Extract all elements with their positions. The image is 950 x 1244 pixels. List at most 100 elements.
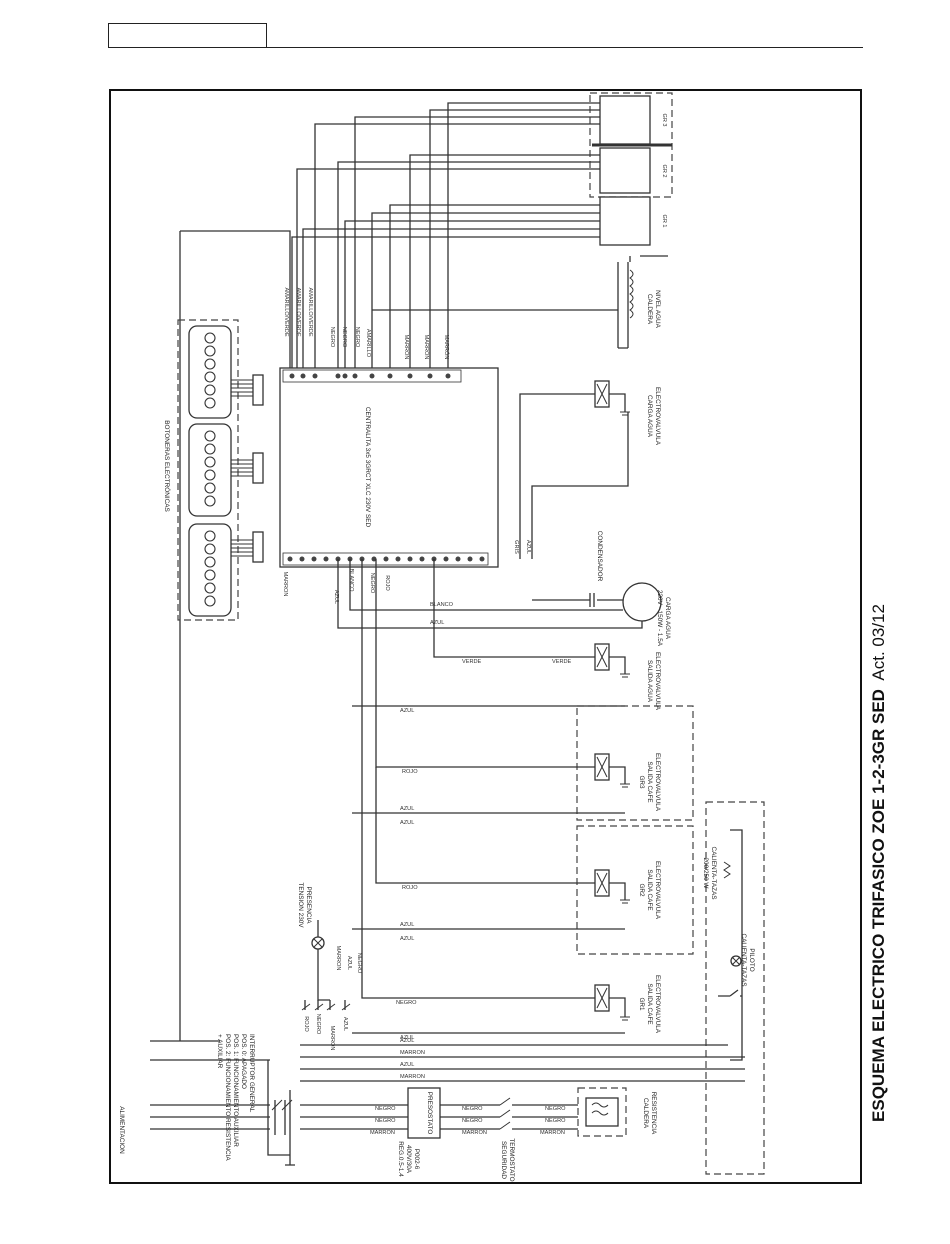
svg-text:TERMOSTATO: TERMOSTATO [508,1138,515,1181]
svg-text:ROJO: ROJO [384,575,390,591]
header-box [108,23,267,48]
resistencia-caldera: RESISTENCIA CALDERA [577,1087,657,1137]
title-suffix: Act. 03/12 [869,604,888,681]
svg-text:BLANCO: BLANCO [348,568,354,592]
svg-text:CONDENSADOR: CONDENSADOR [596,531,603,582]
svg-text:AMARILLO/VERDE: AMARILLO/VERDE [283,287,289,336]
svg-text:AZUL: AZUL [333,590,339,604]
svg-text:CALIENTA-TAZAS: CALIENTA-TAZAS [710,846,717,899]
header-rule [267,47,863,48]
svg-text:NEGRO: NEGRO [369,573,375,594]
svg-text:ELECTROVALVULA: ELECTROVALVULA [654,652,661,711]
svg-text:220V - 150W - 1.5A: 220V - 150W - 1.5A [656,590,663,647]
gr-boxes: GR 3 GR 2 GR 1 [589,92,673,246]
svg-text:TENSION 230V: TENSION 230V [297,882,304,928]
gr-wires [291,102,600,370]
svg-text:AZUL: AZUL [400,1035,414,1041]
svg-text:ELECTROVALVULA: ELECTROVALVULA [654,753,661,812]
gr2-box [576,825,694,955]
central-unit-label: CENTRALITA 3x5 3GRCT XLC 230V SED [364,407,371,528]
wire-negro-gr1 [361,559,595,999]
svg-text:+ AUXILIAR: + AUXILIAR [216,1034,223,1069]
ev-carga-agua: ELECTROVALVULA CARGA AGUA [594,380,661,446]
central-unit: CENTRALITA 3x5 3GRCT XLC 230V SED [279,367,499,568]
svg-text:POS. 0: APAGADO: POS. 0: APAGADO [240,1034,247,1089]
svg-text:POS. 2: FUNCIONAMIENTO RESISTE: POS. 2: FUNCIONAMIENTO RESISTENCIA [224,1034,231,1161]
svg-text:CALDERA: CALDERA [642,1098,649,1129]
svg-text:MARRON: MARRON [462,1130,487,1136]
wire-gris [519,393,595,559]
svg-text:ROJO: ROJO [402,885,418,891]
svg-text:VERDE: VERDE [552,659,572,665]
svg-text:NEGRO: NEGRO [462,1106,483,1112]
svg-text:INTERRUPTOR GENERAL: INTERRUPTOR GENERAL [248,1034,255,1113]
svg-text:AZUL: AZUL [342,1017,348,1031]
svg-text:ELECTROVALVULA: ELECTROVALVULA [654,387,661,446]
svg-text:RESISTENCIA: RESISTENCIA [650,1092,657,1135]
svg-text:AZUL: AZUL [400,708,414,714]
svg-text:MARRÓN: MARRÓN [443,335,450,360]
title-main: ESQUEMA ELECTRICO TRIFASICO ZOE 1-2-3GR … [869,689,888,1122]
button-panel-1 [188,325,264,419]
botoneras-label: BOTONERAS ELECTRÓNICAS [163,420,172,512]
svg-text:NEGRO: NEGRO [329,327,335,348]
svg-text:AZUL: AZUL [400,922,414,928]
ev-gr1: ELECTROVALVULA SALIDA CAFE GR1 [594,975,661,1034]
svg-text:PRESENCIA: PRESENCIA [305,887,312,925]
ev-gr2: ELECTROVALVULA SALIDA CAFE GR2 [594,861,661,920]
svg-text:ELECTROVALVULA: ELECTROVALVULA [654,975,661,1034]
termostato-seguridad: TERMOSTATO SEGURIDAD NEGRO NEGRO MARRON … [440,1097,578,1182]
svg-text:AZUL: AZUL [400,1062,414,1068]
svg-text:GR1: GR1 [638,997,645,1011]
svg-text:NEGRO: NEGRO [462,1118,483,1124]
svg-text:AMARILLO: AMARILLO [365,329,371,358]
wire-azul-carga [531,412,629,559]
svg-text:NEGRO: NEGRO [545,1106,566,1112]
svg-text:ROJO: ROJO [402,769,418,775]
svg-text:ROJO: ROJO [303,1016,309,1032]
diagram-frame [109,89,862,1184]
svg-text:NEGRO: NEGRO [545,1118,566,1124]
svg-text:SALIDA CAFE: SALIDA CAFE [646,761,653,802]
svg-text:GRIS: GRIS [513,540,519,554]
alimentacion: ALIMENTACION [118,1059,295,1166]
svg-text:MARRON: MARRON [400,1050,425,1056]
svg-text:200/250 W: 200/250 W [702,858,709,890]
svg-text:NEGRO: NEGRO [375,1118,396,1124]
svg-text:SALIDA CAFE: SALIDA CAFE [646,983,653,1024]
svg-text:POS. 1: FUNCIONAMIENTO AUXILIA: POS. 1: FUNCIONAMIENTO AUXILIAR [232,1034,239,1147]
svg-text:PRESOSTATO: PRESOSTATO [426,1092,433,1135]
svg-text:AZUL: AZUL [400,1038,414,1044]
presostato: PRESOSTATO P002-6 400V/30A REG.0.5-1.4 N… [300,1087,441,1177]
svg-text:MARRON: MARRON [329,1026,335,1051]
nivel-agua-label-2: CALDERA [646,294,653,325]
ev-salida-agua: ELECTROVALVULA SALIDA AGUA [594,643,661,711]
gr-box-3-label: GR 3 [661,113,667,126]
motor-wire-labels: BLANCO AZUL [430,602,454,626]
svg-text:AZUL: AZUL [430,620,444,626]
bottom-wire-labels: MARRON AZUL BLANCO NEGRO ROJO GRIS AZUL [282,540,531,604]
svg-text:NEGRO: NEGRO [396,1000,417,1006]
svg-text:ESQUEMA ELECTRICO TRIFASICO ZO: ESQUEMA ELECTRICO TRIFASICO ZOE 1-2-3GR … [869,604,888,1122]
calienta-tazas: CALIENTA-TAZAS 200/250 W PILOTO CALIENTA… [702,829,755,1061]
svg-text:CARGA AGUA: CARGA AGUA [664,597,671,640]
svg-text:CALIENTA-TAZAS: CALIENTA-TAZAS [740,933,747,986]
svg-text:AZUL: AZUL [346,956,352,970]
gr3-box [576,705,694,821]
wire-blanco [349,559,623,611]
interruptor-general: INTERRUPTOR GENERAL POS. 0: APAGADO POS.… [216,1000,351,1161]
svg-text:SEGURIDAD: SEGURIDAD [500,1141,507,1179]
svg-text:NEGRO: NEGRO [356,953,362,974]
diagram-title: ESQUEMA ELECTRICO TRIFASICO ZOE 1-2-3GR … [869,604,888,1122]
svg-text:AMARILLO/VERDE: AMARILLO/VERDE [307,287,313,336]
botoneras-group: BOTONERAS ELECTRÓNICAS [163,319,264,621]
calienta-tazas-box [705,801,765,1175]
svg-text:MARRON: MARRON [282,572,288,597]
svg-text:MARRON: MARRON [335,946,341,971]
svg-text:ELECTROVALVULA: ELECTROVALVULA [654,861,661,920]
svg-text:SALIDA CAFE: SALIDA CAFE [646,869,653,910]
svg-text:MARRÓN: MARRÓN [423,335,430,360]
svg-text:NEGRO: NEGRO [375,1106,396,1112]
svg-text:SALIDA AGUA: SALIDA AGUA [646,660,653,703]
